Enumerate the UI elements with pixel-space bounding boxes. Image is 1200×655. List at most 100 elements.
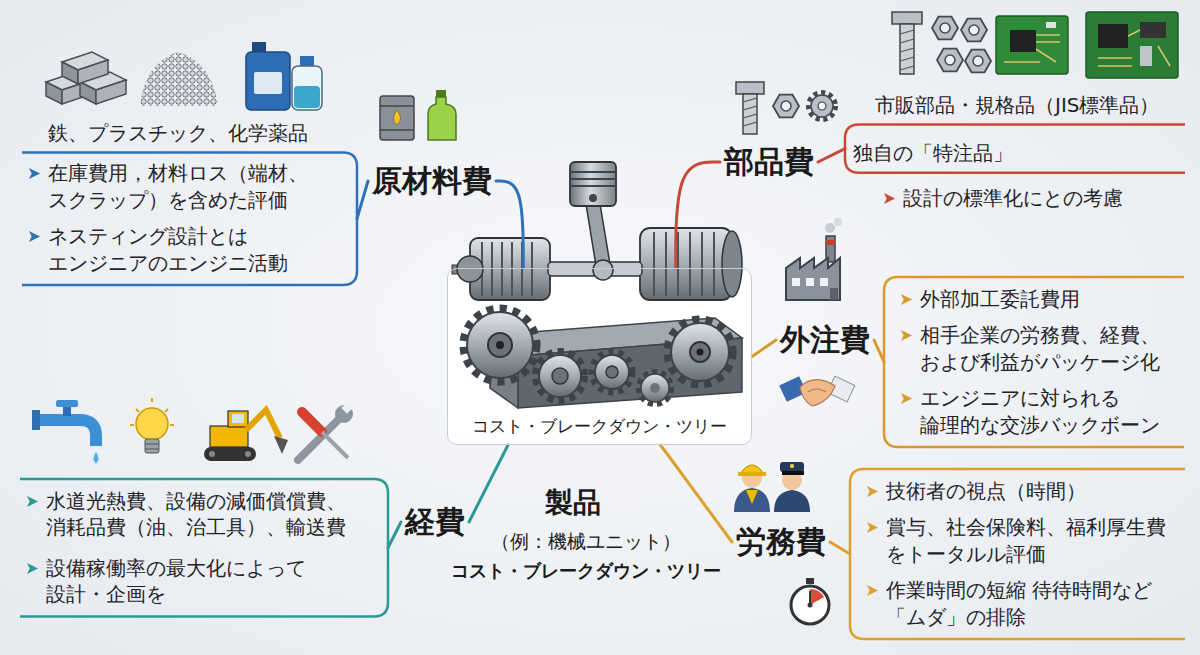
circuit-board-icon xyxy=(1158,46,1170,66)
light-bulb-icon xyxy=(145,439,159,453)
branch-line xyxy=(496,181,523,268)
circuit-board-icon xyxy=(996,16,1068,74)
bullet-row: エンジニアに対られる 論理的な交渉バックボーン xyxy=(884,385,1184,438)
machine-illustration xyxy=(606,366,618,378)
box-title: コスト・ブレークダウン・ツリー xyxy=(472,416,727,436)
circuit-board-icon xyxy=(1086,12,1178,78)
category-title: 原材料費 xyxy=(372,163,492,199)
bullet-marker xyxy=(901,393,912,404)
group-bracket xyxy=(884,277,1184,447)
stopwatch-icon xyxy=(791,586,829,624)
stopwatch-icon xyxy=(806,578,814,584)
bullet-row: ネスティング設計とは エンジニアのエンジニ活動 xyxy=(22,223,357,276)
machine-illustration xyxy=(639,372,671,404)
group-bracket xyxy=(20,479,388,617)
group-bracket xyxy=(22,152,357,285)
bullet-text: 設備稼働率の最大化によって 設計・企画を xyxy=(46,555,352,608)
branch-line xyxy=(874,340,884,362)
branch-line xyxy=(388,522,401,548)
category-label: 労務費 xyxy=(732,522,830,562)
bullet-marker xyxy=(883,192,896,205)
bolt-icon xyxy=(900,30,914,34)
factory-icon xyxy=(834,218,842,226)
factory-icon xyxy=(792,278,800,286)
factory-icon xyxy=(830,288,838,300)
branch-line xyxy=(676,162,720,268)
worker-icon xyxy=(746,490,758,504)
branch-line xyxy=(818,149,845,162)
circuit-board-icon xyxy=(1140,22,1166,38)
faucet-icon xyxy=(32,410,40,430)
bolt-icon xyxy=(900,48,914,52)
nut-icon xyxy=(773,95,799,118)
bolt-icon xyxy=(743,114,757,118)
circuit-board-icon xyxy=(1004,61,1040,63)
bullet-marker xyxy=(901,330,912,341)
faucet-icon xyxy=(32,400,99,464)
bolt-icon xyxy=(743,98,757,126)
faucet-icon xyxy=(94,452,99,464)
bullet-row: 設備稼働率の最大化によって 設計・企画を xyxy=(20,555,388,608)
chemical-icon xyxy=(254,72,282,94)
bullet-text: 賞与、社会保険料、福利厚生費をトータルル評価 xyxy=(886,514,1174,567)
excavator-icon xyxy=(274,436,288,454)
machine-illustration xyxy=(653,232,655,296)
ingot-icon xyxy=(62,52,108,84)
machine-illustration xyxy=(595,355,629,389)
circuit-board-icon xyxy=(1036,49,1056,62)
machine-illustration xyxy=(650,383,660,393)
gear-icon xyxy=(809,93,835,119)
circuit-board-icon xyxy=(1098,30,1170,66)
tools-icon xyxy=(298,402,353,460)
machine-illustration xyxy=(697,349,704,356)
bullet-marker xyxy=(866,521,879,534)
branch-line xyxy=(830,542,850,554)
chemical-icon xyxy=(246,42,322,110)
bullet-row: 在庫費用，材料ロス（端材、スクラップ）を含めた評価 xyxy=(22,160,357,213)
machine-illustration xyxy=(552,368,568,384)
machine-illustration xyxy=(536,352,584,400)
light-bulb-icon xyxy=(136,409,139,412)
product-title: 製品 xyxy=(545,486,601,520)
category-title: 部品費 xyxy=(724,144,814,180)
bullet-row: 水道光熱費、設備の減価償償費、消耗品費（油、治工具）、輸送費 xyxy=(20,488,388,541)
worker-icon xyxy=(738,472,766,476)
category-label: 部品費 xyxy=(720,142,818,182)
bottle-icon xyxy=(428,90,456,140)
tools-icon xyxy=(322,432,348,458)
excavator-icon xyxy=(228,411,248,427)
product-example: （例：機械ユニット） xyxy=(491,530,681,553)
pellet-icon xyxy=(140,52,218,106)
machine-illustration xyxy=(640,228,732,300)
machine-illustration xyxy=(593,260,613,280)
bolt-icon xyxy=(743,94,757,134)
pellet-icon xyxy=(140,52,218,106)
oil-drum-icon xyxy=(380,105,414,107)
machine-illustration xyxy=(464,309,536,381)
machine-illustration xyxy=(536,352,584,400)
bolt-icon xyxy=(736,82,764,134)
group-heading: 市販部品・規格品（JIS標準品） xyxy=(875,92,1160,118)
nut-icon xyxy=(932,17,991,73)
officer-icon xyxy=(782,471,804,475)
circuit-board-icon xyxy=(1010,30,1036,52)
machine-illustration xyxy=(713,232,715,296)
category-title: 経費 xyxy=(405,504,465,540)
excavator-icon xyxy=(210,426,248,447)
bullet-group: 外部加工委託費用相手企業の労務費、経費、および利益がパッケージ化エンジニアに対ら… xyxy=(884,276,1184,448)
oil-drum-icon xyxy=(380,96,414,140)
machine-illustration xyxy=(570,171,616,173)
nut-icon xyxy=(965,50,991,73)
machine-illustration xyxy=(592,352,632,392)
machine-illustration xyxy=(668,320,732,384)
bullet-marker xyxy=(29,231,40,242)
bolt-icon xyxy=(892,12,922,24)
bullet-marker xyxy=(866,485,879,498)
bullet-marker xyxy=(28,230,41,243)
bullet-marker xyxy=(901,294,912,305)
officer-icon xyxy=(774,490,810,512)
nut-icon xyxy=(932,17,958,40)
gear-icon xyxy=(809,93,835,119)
